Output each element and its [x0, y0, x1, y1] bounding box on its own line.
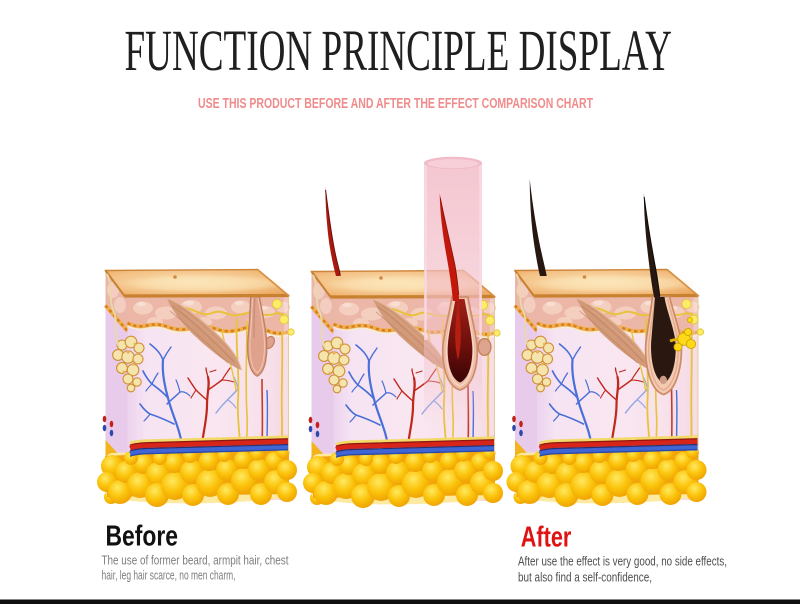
svg-text:After: After — [521, 522, 572, 554]
svg-text:Before: Before — [106, 521, 179, 553]
svg-text:hair, leg hair scarce, no men: hair, leg hair scarce, no men charm, — [102, 567, 236, 582]
svg-text:USE THIS PRODUCT BEFORE AND AF: USE THIS PRODUCT BEFORE AND AFTER THE EF… — [198, 96, 593, 112]
svg-text:After use the effect is very g: After use the effect is very good, no si… — [518, 554, 727, 569]
svg-text:but also find a self-confidenc: but also find a self-confidence, — [518, 569, 652, 584]
svg-text:FUNCTION PRINCIPLE DISPLAY: FUNCTION PRINCIPLE DISPLAY — [125, 18, 673, 83]
svg-text:The use of former beard, armpi: The use of former beard, armpit hair, ch… — [102, 552, 289, 567]
